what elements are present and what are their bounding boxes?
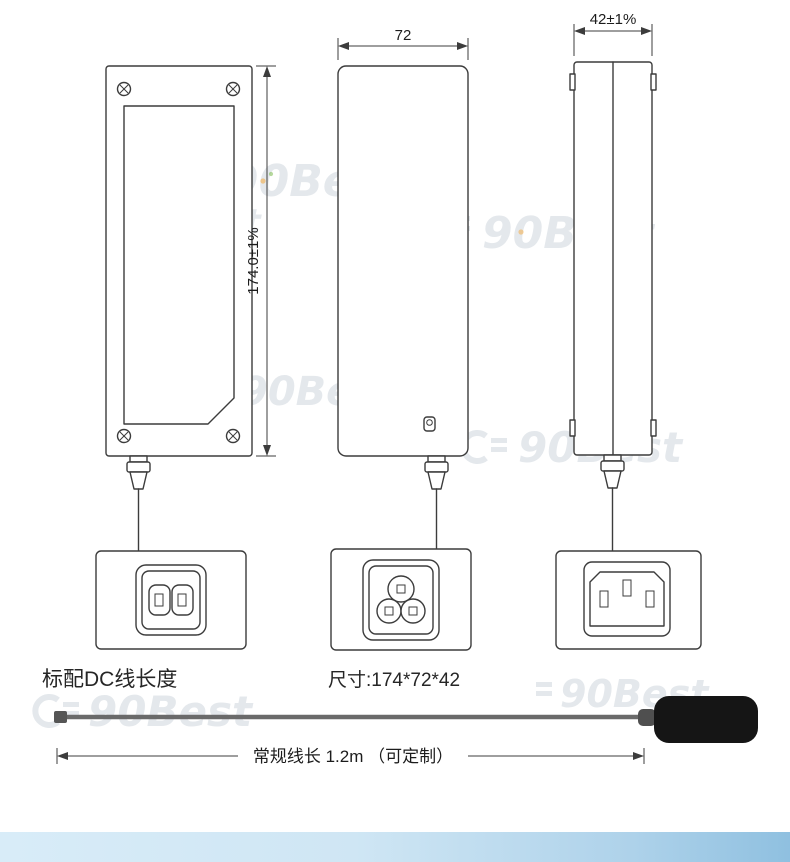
dc-cable-heading: 标配DC线长度	[42, 668, 177, 691]
depth-dimension: 42±1%	[573, 11, 653, 56]
top-view-body	[337, 65, 469, 457]
c14-socket-icon	[589, 571, 665, 627]
side-tab	[569, 73, 576, 91]
side-tab	[650, 419, 657, 437]
width-dimension: 72	[337, 27, 469, 60]
cable-end-connector	[54, 711, 67, 723]
cable-length-caption: 常规线长 1.2m （可定制）	[253, 747, 453, 766]
cable-assembly	[54, 696, 758, 743]
size-caption: 尺寸:174*72*42	[328, 669, 460, 691]
watermark-text: 90Best	[88, 687, 254, 736]
inlet-block-c8	[95, 550, 247, 650]
top-view	[337, 65, 469, 550]
plug-boot	[638, 709, 656, 726]
watermark-dot	[260, 178, 266, 184]
inlet-block-c6	[330, 548, 472, 651]
c8-socket-icon	[148, 584, 194, 616]
height-dimension: 174.0±1%	[245, 65, 276, 457]
side-view	[569, 61, 657, 552]
footer-bar	[0, 832, 790, 862]
screw-icon	[116, 81, 132, 97]
screw-icon	[116, 428, 132, 444]
led-hole-dot	[426, 419, 433, 426]
strain-relief	[126, 455, 151, 552]
watermark-dot	[518, 229, 524, 235]
width-dimension-label: 72	[395, 27, 412, 44]
side-tab	[650, 73, 657, 91]
inlet-block-c14	[555, 550, 702, 650]
watermark-logo-icon	[536, 682, 552, 687]
c6-socket-icon	[376, 575, 426, 624]
watermark-logo-icon	[491, 447, 507, 452]
watermark-dot	[268, 171, 274, 177]
watermark-logo-icon	[63, 711, 79, 716]
watermark-logo-icon	[32, 694, 60, 728]
front-view	[105, 65, 253, 552]
watermark-logo-icon	[536, 691, 552, 696]
screw-icon	[225, 428, 241, 444]
cable-length-dimension: 常规线长 1.2m （可定制）	[56, 747, 645, 766]
strain-relief	[600, 454, 625, 552]
led-hole	[423, 416, 436, 432]
watermark-logo-icon	[491, 438, 507, 443]
front-view-label-window	[123, 105, 235, 425]
side-tab	[569, 419, 576, 437]
strain-relief	[424, 455, 449, 550]
depth-dimension-label: 42±1%	[590, 11, 637, 28]
screw-icon	[225, 81, 241, 97]
power-plug	[654, 696, 758, 743]
height-dimension-label: 174.0±1%	[245, 227, 262, 294]
watermark-logo-icon	[63, 702, 79, 707]
